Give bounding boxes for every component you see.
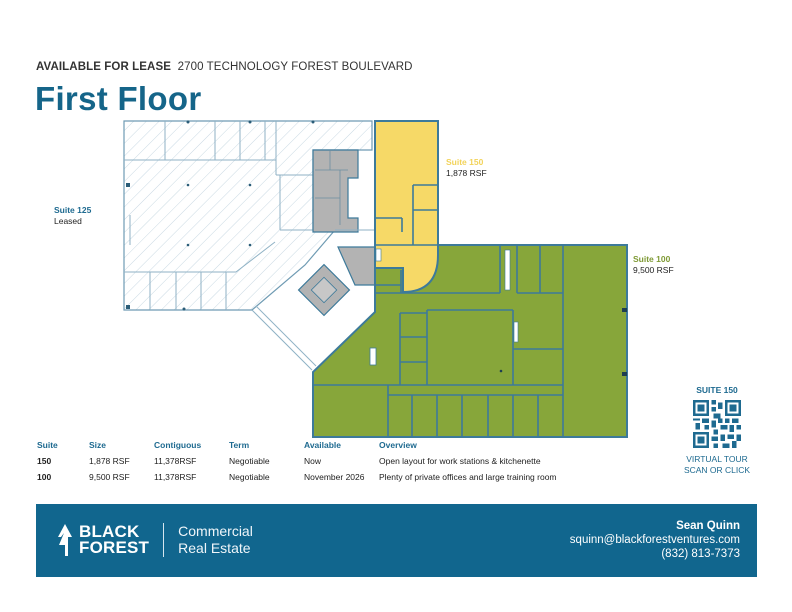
suite-100-name: Suite 100 (633, 254, 671, 264)
qr-cta-line2: SCAN OR CLICK (683, 465, 751, 475)
suite-100-size: 9,500 RSF (633, 265, 674, 275)
restroom-core (312, 149, 359, 233)
cell-suite: 100 (37, 472, 52, 482)
qr-cta: VIRTUAL TOUR SCAN OR CLICK (672, 454, 762, 476)
contact-name: Sean Quinn (676, 520, 740, 532)
col-contiguous: Contiguous (154, 440, 202, 450)
table-header-row: Suite Size Contiguous Term Available Ove… (37, 440, 557, 456)
stairwell (297, 263, 351, 317)
division-line2: Real Estate (178, 540, 251, 556)
suite-125-status: Leased (54, 216, 82, 226)
division-line1: Commercial (178, 523, 253, 539)
cell-contiguous: 11,378RSF (154, 456, 197, 466)
suite-150-name: Suite 150 (446, 157, 484, 167)
col-available: Available (304, 440, 342, 450)
suite-150-label: Suite 150 1,878 RSF (446, 157, 487, 179)
brand-line2: FOREST (79, 538, 150, 557)
cell-size: 9,500 RSF (89, 472, 130, 482)
footer-banner: BLACK FOREST Commercial Real Estate Sean… (36, 504, 757, 577)
cell-term: Negotiable (229, 456, 270, 466)
suite-125-label: Suite 125 Leased (54, 205, 91, 227)
suite-100-area (312, 244, 628, 438)
col-overview: Overview (379, 440, 417, 450)
cell-term: Negotiable (229, 472, 270, 482)
brand-wordmark: BLACK FOREST (79, 522, 150, 557)
mechanical-room (337, 246, 376, 286)
cell-overview: Open layout for work stations & kitchene… (379, 456, 541, 466)
suite-150-area (374, 120, 439, 294)
tree-arrow-icon (58, 524, 72, 556)
col-suite: Suite (37, 440, 58, 450)
availability-table: Suite Size Contiguous Term Available Ove… (37, 440, 557, 488)
suite-125-name: Suite 125 (54, 205, 92, 215)
cell-contiguous: 11,378RSF (154, 472, 197, 482)
table-row: 100 9,500 RSF 11,378RSF Negotiable Novem… (37, 472, 557, 488)
suite-125-area (123, 120, 373, 311)
logo-divider (163, 523, 165, 557)
cell-size: 1,878 RSF (89, 456, 130, 466)
property-address: 2700 TECHNOLOGY FOREST BOULEVARD (177, 61, 413, 73)
cell-suite: 150 (37, 456, 52, 466)
availability-kicker: AVAILABLE FOR LEASE (36, 61, 172, 73)
suite-100-label: Suite 100 9,500 RSF (633, 254, 674, 276)
col-term: Term (229, 440, 250, 450)
suite-150-size: 1,878 RSF (446, 168, 487, 178)
brand-logo: BLACK FOREST Commercial Real Estate (57, 523, 253, 557)
qr-code-icon[interactable] (693, 400, 741, 448)
cell-available: November 2026 (304, 472, 365, 482)
virtual-tour-block[interactable]: SUITE 150 VIRTUAL TOUR SCAN OR CLICK (672, 385, 762, 476)
division-name: Commercial Real Estate (178, 523, 253, 557)
corridor-lines (251, 229, 375, 371)
contact-info: Sean Quinn squinn@blackforestventures.co… (570, 519, 740, 561)
cell-overview: Plenty of private offices and large trai… (379, 472, 557, 482)
cell-available: Now (304, 456, 322, 466)
page-title: First Floor (35, 80, 202, 117)
brand-line1: BLACK (79, 522, 140, 541)
qr-cta-line1: VIRTUAL TOUR (686, 454, 748, 464)
col-size: Size (89, 440, 107, 450)
qr-title: SUITE 150 (696, 385, 738, 395)
contact-phone[interactable]: (832) 813-7373 (661, 548, 740, 560)
table-row: 150 1,878 RSF 11,378RSF Negotiable Now O… (37, 456, 557, 472)
contact-email[interactable]: squinn@blackforestventures.com (569, 534, 740, 546)
page-subtitle: AVAILABLE FOR LEASE 2700 TECHNOLOGY FORE… (36, 61, 413, 73)
